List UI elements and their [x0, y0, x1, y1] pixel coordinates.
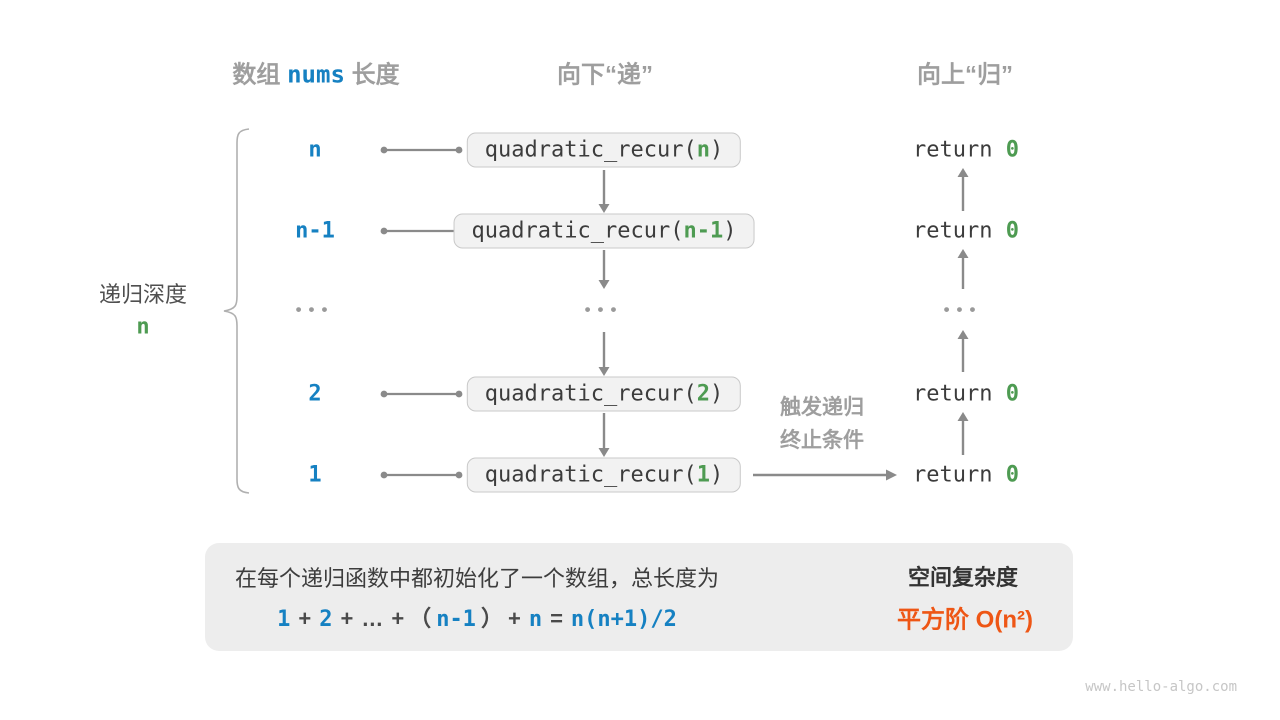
- return-statement-n: return 0: [913, 138, 1019, 163]
- return-value: 0: [1005, 137, 1019, 163]
- call-arg: n-1: [683, 218, 724, 244]
- call-text: ): [709, 137, 724, 163]
- summary-panel: 在每个递归函数中都初始化了一个数组，总长度为 1+2+…+（n-1）+n=n(n…: [205, 543, 1073, 651]
- space-complexity-title: 空间复杂度: [907, 565, 1019, 590]
- header-length-label: 长度: [351, 61, 400, 89]
- call-arg: 2: [696, 381, 710, 407]
- header-downward-recurse: 向下“递”: [557, 61, 653, 89]
- row-connector-lines: [384, 148, 459, 477]
- return-ellipsis: •••: [943, 300, 983, 319]
- return-value: 0: [1005, 462, 1019, 488]
- call-box-2: quadratic_recur(2): [466, 376, 742, 412]
- connector-dots: [380, 146, 463, 479]
- base-case-line1: 触发递归: [780, 396, 864, 419]
- formula-token: …: [361, 606, 384, 631]
- return-text: return: [913, 381, 1006, 407]
- recursion-depth-label: 递归深度: [98, 282, 188, 307]
- formula-token: +: [340, 606, 354, 631]
- formula-token: n-1: [436, 607, 476, 632]
- header-nums-label: nums: [287, 60, 345, 89]
- return-text: return: [913, 462, 1006, 488]
- header-array-length: 数组 nums 长度: [232, 55, 399, 90]
- length-label-2: 2: [308, 381, 322, 407]
- space-complexity-value: 平方阶 O(n²): [897, 606, 1033, 634]
- call-arg: n: [696, 137, 710, 163]
- return-statement-1: return 0: [913, 463, 1019, 488]
- summary-description: 在每个递归函数中都初始化了一个数组，总长度为: [234, 566, 720, 591]
- call-box-n1: quadratic_recur(n-1): [453, 213, 755, 249]
- formula-token: 1: [277, 607, 291, 632]
- recursion-depth-value: n: [136, 314, 150, 340]
- length-ellipsis: •••: [295, 300, 335, 319]
- call-box-1: quadratic_recur(1): [466, 457, 742, 493]
- length-label-n: n: [308, 137, 322, 163]
- summary-formula: 1+2+…+（n-1）+n=n(n+1)/2: [273, 601, 681, 633]
- call-text: ): [723, 218, 737, 244]
- call-text: quadratic_recur(: [471, 218, 684, 244]
- formula-token: +: [507, 606, 521, 631]
- call-arg: 1: [696, 462, 710, 488]
- header-upward-return: 向上“归”: [917, 61, 1013, 89]
- call-box-n: quadratic_recur(n): [466, 132, 742, 168]
- formula-token: ）: [480, 606, 503, 631]
- return-statement-n1: return 0: [913, 219, 1019, 244]
- call-text: ): [709, 462, 724, 488]
- formula-token: 2: [319, 607, 333, 632]
- length-label-n1: n-1: [295, 218, 335, 244]
- return-text: return: [913, 218, 1006, 244]
- formula-token: n: [528, 607, 543, 632]
- return-text: return: [913, 137, 1006, 163]
- watermark: www.hello-algo.com: [1085, 679, 1237, 695]
- call-text: quadratic_recur(: [484, 137, 697, 163]
- call-text: ): [709, 381, 724, 407]
- base-case-arrowhead: [886, 469, 897, 481]
- formula-token: +: [391, 606, 405, 631]
- base-case-label: 触发递归 终止条件: [780, 391, 864, 457]
- header-array-label: 数组: [232, 61, 281, 89]
- call-ellipsis: •••: [584, 300, 624, 319]
- formula-token: （: [409, 606, 432, 631]
- return-value: 0: [1005, 218, 1019, 244]
- return-value: 0: [1005, 381, 1019, 407]
- base-case-line2: 终止条件: [780, 429, 864, 452]
- formula-token: n(n+1)/2: [570, 607, 677, 632]
- length-label-1: 1: [308, 462, 322, 488]
- return-statement-2: return 0: [913, 382, 1019, 407]
- call-text: quadratic_recur(: [484, 462, 697, 488]
- depth-brace: [223, 128, 250, 494]
- formula-token: +: [298, 606, 312, 631]
- formula-token: =: [550, 606, 563, 631]
- call-text: quadratic_recur(: [484, 381, 697, 407]
